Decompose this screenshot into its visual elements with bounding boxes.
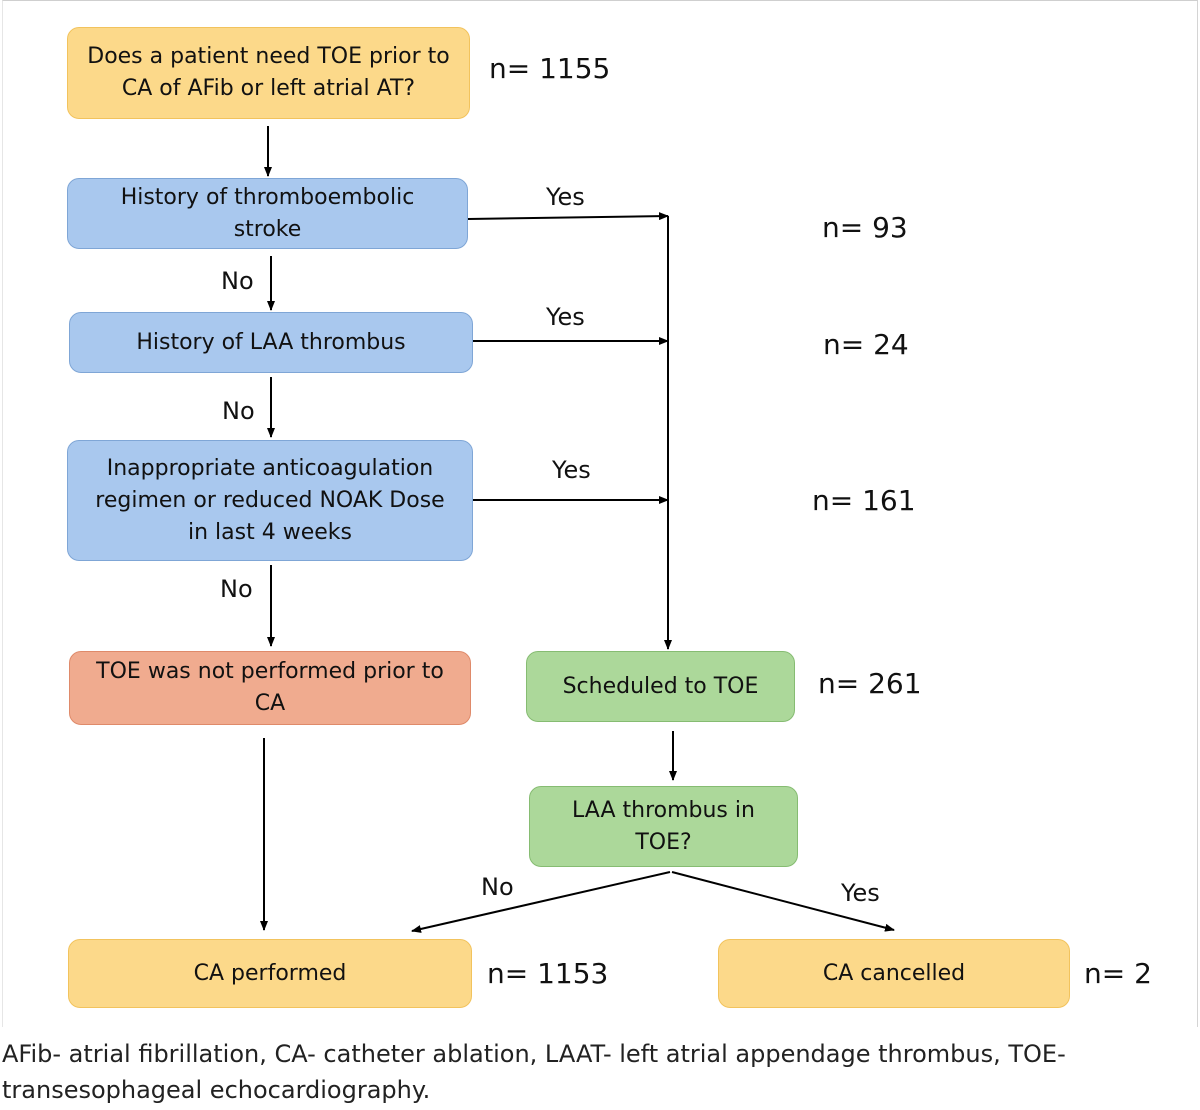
count-stroke: n= 93 bbox=[822, 211, 908, 244]
caption-text: AFib- atrial fibrillation, CA- catheter … bbox=[2, 1040, 1066, 1104]
count-total: n= 1155 bbox=[489, 52, 611, 85]
ca-performed-text: CA performed bbox=[193, 960, 347, 986]
toe-not-performed-box: TOE was not performed prior to CA bbox=[69, 651, 471, 725]
scheduled-toe-text: Scheduled to TOE bbox=[562, 673, 759, 699]
laa-history-yes-label: Yes bbox=[546, 303, 585, 331]
flow-arrows bbox=[260, 126, 895, 933]
ca-cancelled-text: CA cancelled bbox=[822, 960, 966, 986]
laa-history-text: History of LAA thrombus bbox=[136, 329, 406, 355]
arrow-laa-toe-yes bbox=[671, 871, 895, 932]
count-laa-history: n= 24 bbox=[823, 328, 909, 361]
ca-cancelled-box: CA cancelled bbox=[718, 939, 1070, 1008]
arrow-stroke-yes bbox=[467, 212, 669, 221]
toe-not-performed-text: TOE was not performed prior to CA bbox=[96, 659, 444, 716]
figure-frame bbox=[2, 0, 1198, 1027]
arrow-laa-toe-no bbox=[411, 871, 671, 933]
ca-performed-box: CA performed bbox=[68, 939, 472, 1008]
figure-caption: AFib- atrial fibrillation, CA- catheter … bbox=[2, 1036, 1192, 1108]
count-anticoagulation: n= 161 bbox=[812, 484, 916, 517]
stroke-yes-label: Yes bbox=[546, 183, 585, 211]
count-scheduled: n= 261 bbox=[818, 667, 922, 700]
laa-history-box: History of LAA thrombus bbox=[69, 312, 473, 373]
question-box: Does a patient need TOE prior to CA of A… bbox=[67, 27, 470, 119]
laa-thrombus-toe-box: LAA thrombus in TOE? bbox=[529, 786, 798, 867]
count-ca-performed: n= 1153 bbox=[487, 957, 609, 990]
laa-toe-no-label: No bbox=[481, 873, 514, 901]
anticoagulation-text: Inappropriate anticoagulation regimen or… bbox=[95, 455, 445, 545]
stroke-history-box: History of thromboembolic stroke bbox=[67, 178, 468, 249]
question-text: Does a patient need TOE prior to CA of A… bbox=[87, 44, 450, 101]
scheduled-toe-box: Scheduled to TOE bbox=[526, 651, 795, 722]
anticoagulation-box: Inappropriate anticoagulation regimen or… bbox=[67, 440, 473, 561]
laa-thrombus-toe-text: LAA thrombus in TOE? bbox=[572, 797, 755, 855]
stroke-no-label: No bbox=[221, 267, 254, 295]
stroke-history-text: History of thromboembolic stroke bbox=[120, 184, 415, 242]
count-ca-cancelled: n= 2 bbox=[1084, 957, 1152, 990]
anticoagulation-yes-label: Yes bbox=[552, 456, 591, 484]
laa-history-no-label: No bbox=[222, 397, 255, 425]
laa-toe-yes-label: Yes bbox=[841, 879, 880, 907]
anticoagulation-no-label: No bbox=[220, 575, 253, 603]
